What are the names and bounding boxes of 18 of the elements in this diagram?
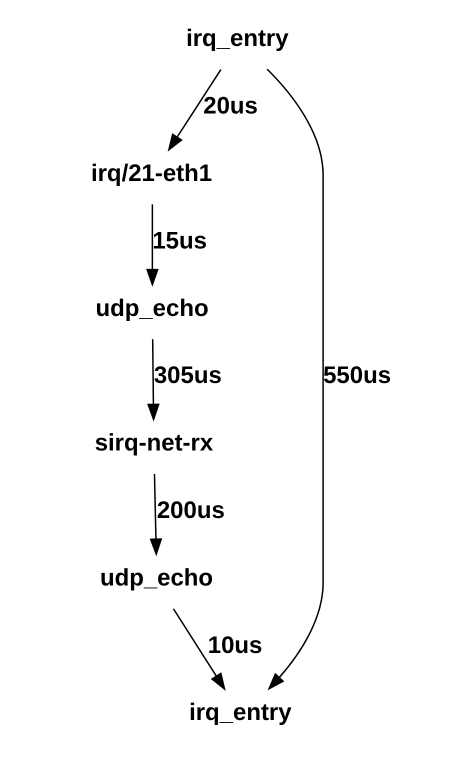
edge-label: 15us — [152, 227, 206, 254]
node-text: irq/21-eth1 — [90, 160, 212, 188]
arrow — [149, 474, 162, 556]
arrow — [266, 68, 324, 690]
node-text: sirq-net-rx — [94, 430, 213, 457]
node-text: irq_entry — [188, 699, 292, 726]
arrow — [167, 69, 222, 152]
edge-label: 305us — [153, 362, 222, 390]
arrow — [146, 204, 158, 287]
edge-label: 20us — [202, 92, 258, 120]
node-text: udp_echo — [99, 564, 213, 592]
edge-label: 550us — [322, 362, 391, 390]
node-text: irq_entry — [186, 25, 288, 52]
arrow — [146, 339, 160, 422]
edge-label: 10us — [207, 632, 262, 659]
edge-label: 200us — [156, 496, 224, 524]
arrow — [172, 608, 226, 691]
node-text: udp_echo — [94, 294, 208, 322]
